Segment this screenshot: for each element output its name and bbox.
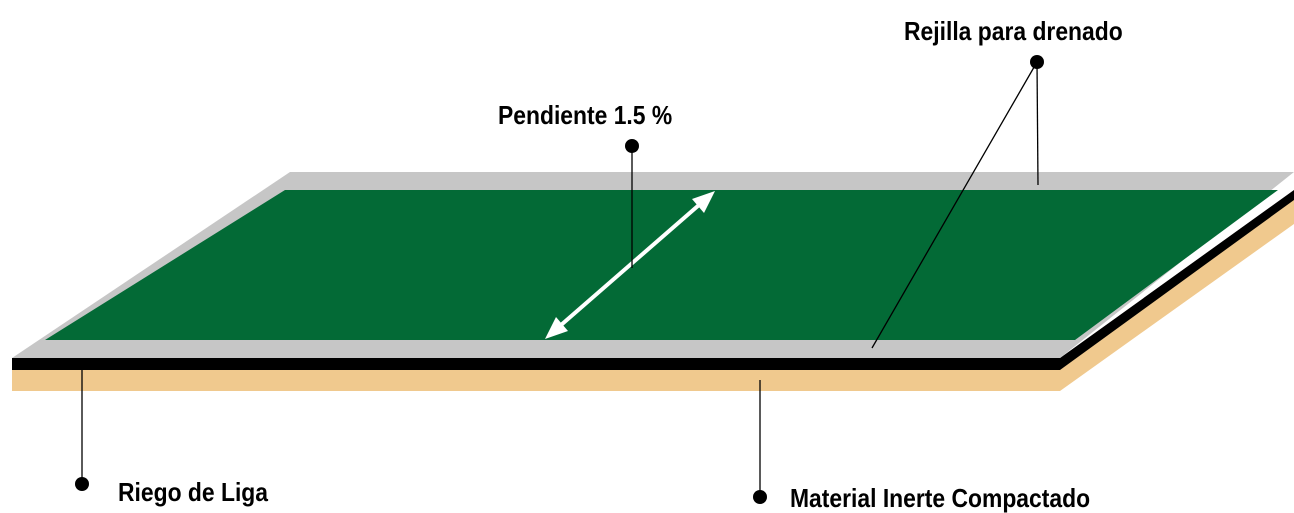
label-pendiente: Pendiente 1.5 % (498, 100, 673, 130)
label-material-inerte-compactado: Material Inerte Compactado (790, 483, 1091, 513)
marker-dot-pendiente (625, 139, 639, 153)
leader-line-rejilla-right (1036, 61, 1039, 186)
leader-line-rejilla-left (871, 61, 1038, 349)
green-playing-surface (45, 190, 1278, 340)
slope-double-arrow (545, 191, 715, 339)
label-rejilla-para-drenado: Rejilla para drenado (904, 16, 1123, 46)
marker-dot-rejilla (1030, 55, 1044, 69)
label-riego-de-liga: Riego de Liga (118, 477, 269, 507)
marker-dot-riego (75, 477, 89, 491)
leader-lines (81, 61, 1039, 492)
marker-dot-material (753, 490, 767, 504)
compacted-base-front (12, 370, 1060, 391)
